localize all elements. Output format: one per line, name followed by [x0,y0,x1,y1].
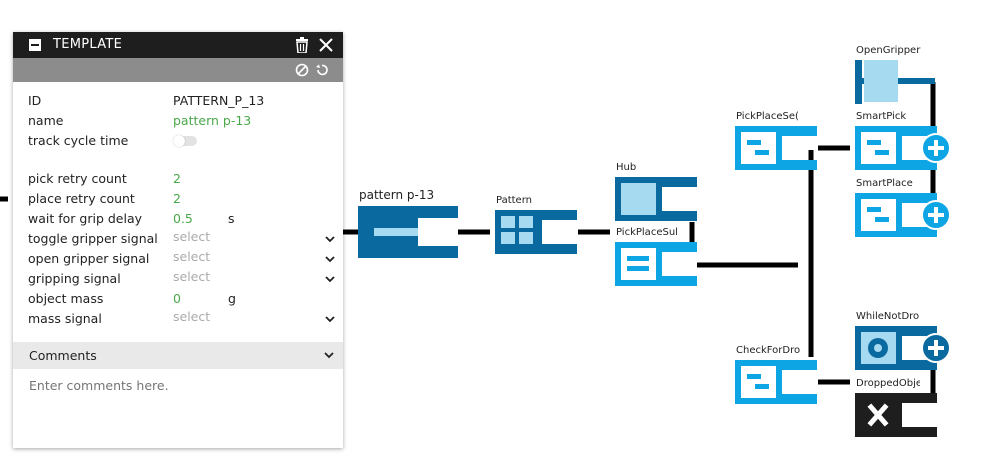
property-value[interactable]: 2 [173,171,181,186]
node-pattern[interactable] [495,210,577,254]
template-properties-panel: TEMPLATE ID PATTERN_P_13 name pattern p-… [13,32,343,448]
node-label-droppedobject: DroppedObje [856,378,920,389]
node-label-smartplace: SmartPlace [856,178,913,189]
node-label-pattern-p13: pattern p-13 [359,188,435,202]
node-pickplacesub[interactable] [615,242,697,286]
chevron-down-icon[interactable] [323,350,335,360]
node-droppedobject[interactable] [855,393,937,437]
connectors [0,82,936,398]
property-value[interactable]: pattern p-13 [173,113,252,128]
disable-icon[interactable] [295,63,309,77]
property-row-pick-retry-count: pick retry count 2 [28,171,338,189]
trash-icon[interactable] [295,37,309,53]
comments-input[interactable] [29,378,329,393]
property-value[interactable]: 0 [173,291,181,306]
property-unit: s [228,211,235,226]
chevron-down-icon[interactable] [324,314,336,324]
property-key: mass signal [28,311,102,326]
node-smartpick[interactable] [855,126,937,170]
property-row-wait-for-grip-delay: wait for grip delay 0.5 s [28,211,338,229]
chevron-down-icon[interactable] [324,254,336,264]
property-row-place-retry-count: place retry count 2 [28,191,338,209]
property-key: ID [28,93,42,108]
property-row-gripping-signal[interactable]: gripping signal select [28,269,338,289]
chevron-down-icon[interactable] [324,234,336,244]
node-label-pickplacesub: PickPlaceSul [616,227,678,238]
property-value[interactable]: 0.5 [173,211,193,226]
property-row-mass-signal[interactable]: mass signal select [28,309,338,329]
collapse-icon[interactable] [29,39,41,51]
node-label-smartpick: SmartPick [856,111,907,122]
add-child-button-whilenotdrop[interactable] [921,333,951,363]
property-select[interactable]: select [173,309,211,324]
property-row-object-mass: object mass 0 g [28,291,338,309]
property-key: open gripper signal [28,251,150,266]
comments-title: Comments [29,348,97,363]
property-select[interactable]: select [173,229,211,244]
node-label-opengripper: OpenGripper [856,45,921,56]
node-pickplaceseq[interactable] [735,126,817,170]
property-row-toggle-gripper-signal[interactable]: toggle gripper signal select [28,229,338,249]
property-row-open-gripper-signal[interactable]: open gripper signal select [28,249,338,269]
property-key: pick retry count [28,171,127,186]
property-select[interactable]: select [173,249,211,264]
reset-icon[interactable] [315,63,329,77]
comments-section-header[interactable]: Comments [13,342,343,369]
property-key: wait for grip delay [28,211,143,226]
track-cycle-time-toggle[interactable] [173,135,197,147]
node-label-pickplaceseq: PickPlaceSe( [736,111,798,122]
node-pattern-p13[interactable] [358,206,458,258]
node-whilenotdrop[interactable] [855,326,937,370]
property-value[interactable]: 2 [173,191,181,206]
add-child-button-smartplace[interactable] [921,200,951,230]
node-label-hub: Hub [616,162,637,173]
grid-icon [501,216,515,228]
panel-title: TEMPLATE [53,37,123,52]
property-row-name: name pattern p-13 [28,113,338,131]
property-key: place retry count [28,191,135,206]
panel-header: TEMPLATE [13,32,343,58]
property-key: gripping signal [28,271,121,286]
panel-toolbar [13,58,343,82]
x-mark-icon [867,403,889,427]
property-key: name [28,113,64,128]
property-unit: g [228,291,236,306]
add-child-button-smartpick[interactable] [921,133,951,163]
property-key: track cycle time [28,133,129,148]
node-label-whilenotdrop: WhileNotDro [856,311,920,322]
node-label-checkfordrop: CheckForDro [736,345,801,356]
node-label-pattern: Pattern [496,195,532,206]
node-hub[interactable] [615,177,697,221]
property-row-track-cycle-time: track cycle time [28,133,338,151]
property-select[interactable]: select [173,269,211,284]
property-key: object mass [28,291,104,306]
property-key: toggle gripper signal [28,231,158,246]
chevron-down-icon[interactable] [324,274,336,284]
node-checkfordrop[interactable] [735,360,817,404]
property-row-id: ID PATTERN_P_13 [28,93,338,111]
close-icon[interactable] [317,36,335,54]
property-value[interactable]: PATTERN_P_13 [173,93,265,108]
node-smartplace[interactable] [855,193,937,237]
node-opengripper[interactable] [855,60,935,104]
